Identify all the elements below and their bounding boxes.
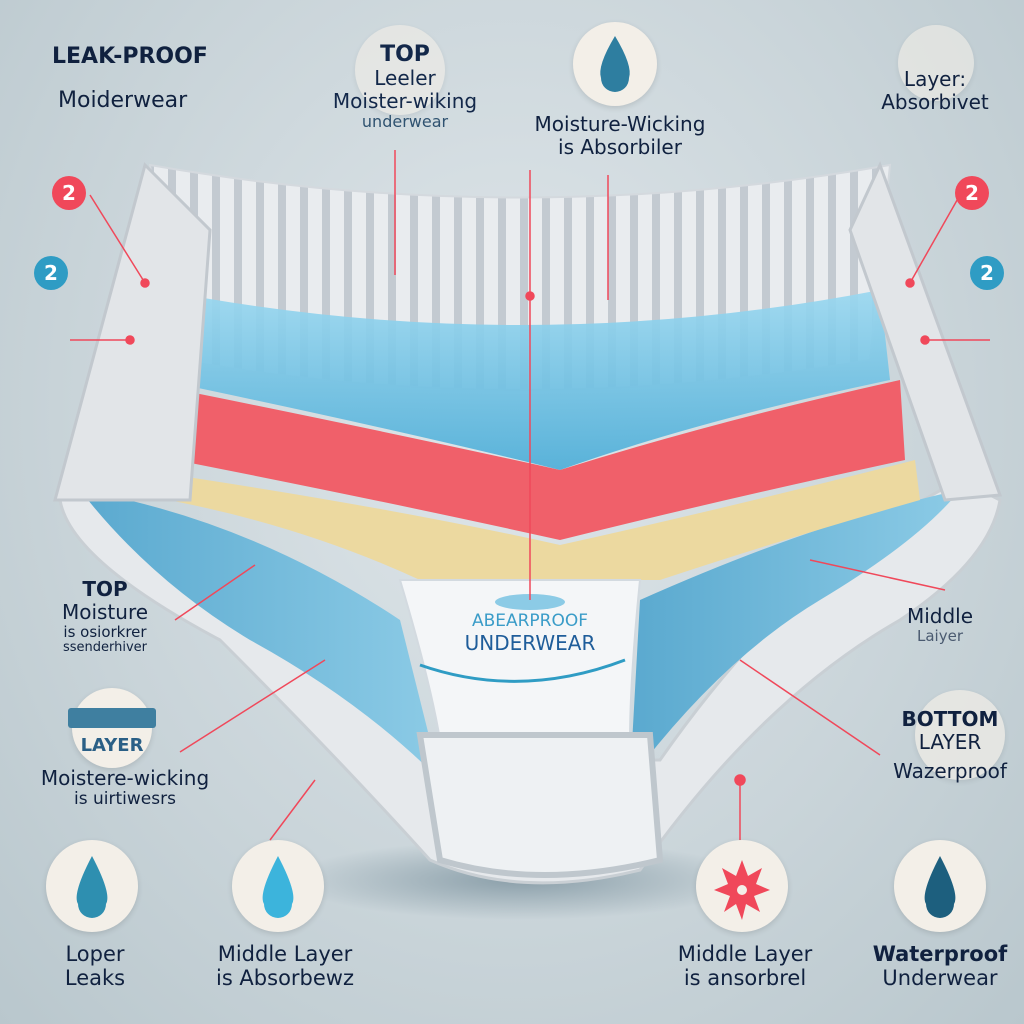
label-badge-circle [355, 25, 445, 115]
bottom-label-2: Middle Layer is Absorbewz [195, 942, 375, 990]
label-badge-circle [72, 688, 152, 768]
bottom-icon-circle [46, 840, 138, 932]
label-line: Laiyer [917, 627, 963, 645]
left-blue-layer [80, 490, 440, 780]
label-line: Middle Layer [217, 942, 353, 966]
label-line: Layer: [903, 67, 967, 91]
label-line: BOTTOM [901, 707, 999, 731]
label-line: is ansorbrel [683, 966, 807, 991]
bottom-label-3: Middle Layer is ansorbrel [655, 942, 835, 990]
bottom-label-4: Waterproof Underwear [850, 942, 1024, 990]
label-line: Middle Layer [677, 942, 813, 966]
label-line: ssenderhiver [62, 640, 148, 656]
label-line: is Absorbewz [215, 966, 355, 991]
label-line: Middle [906, 604, 974, 628]
label-line: Moistere-wicking [40, 766, 210, 790]
bottom-icon-circle [232, 840, 324, 932]
crotch-gusset [416, 732, 664, 878]
label-line: Loper [65, 942, 125, 966]
water-drop-icon [262, 856, 294, 918]
label-badge-circle [915, 690, 1005, 780]
moisture-spot [495, 594, 565, 610]
water-drop-icon-circle [573, 22, 657, 106]
label-leak-proof-sub: Moiderwear [58, 88, 188, 113]
label-leak-proof-title: LEAK-PROOF [52, 44, 208, 69]
label-badge-circle [898, 25, 974, 101]
water-drop-icon [76, 856, 108, 918]
label-line: Moisture-Wicking [534, 112, 706, 136]
bottom-icon-circle [894, 840, 986, 932]
bottom-icon-circle [696, 840, 788, 932]
label-moisture-wicking-left: Moistere-wicking is uirtiwesrs [20, 767, 230, 810]
label-top-layer: TOP Leeler Moister-wiking underwear [300, 42, 510, 132]
number-badge: 2 [970, 256, 1004, 290]
label-line: TOP [380, 42, 430, 67]
star-burst-icon [714, 860, 770, 920]
number-badge: 2 [34, 256, 68, 290]
label-top-moisture: TOP Moisture is osiorkrer ssenderhiver [40, 578, 170, 656]
bottom-label-1: Loper Leaks [40, 942, 150, 990]
label-line: Underwear [882, 966, 998, 991]
label-line: is osiorkrer [63, 623, 147, 641]
label-line: Leeler [374, 66, 436, 91]
label-line: Leaks [64, 966, 126, 991]
left-side-panel [53, 162, 212, 502]
label-line: Absorbivet [881, 90, 989, 114]
label-line: Moisture [61, 600, 149, 624]
leader-lines [70, 150, 990, 841]
label-line: Waterproof [872, 942, 1008, 966]
number-badge: 2 [52, 176, 86, 210]
layer-badge-graphic [68, 708, 156, 728]
panel-seam [419, 658, 626, 683]
label-line: underwear [361, 112, 449, 132]
number-badge: 2 [955, 176, 989, 210]
right-side-panel [848, 161, 1003, 502]
absorbent-layer [140, 460, 920, 580]
label-line: UNDERWEAR [464, 630, 596, 655]
label-line: ABEARPROOF [471, 611, 589, 631]
label-line: TOP [82, 577, 128, 601]
label-moisture-wicking: Moisture-Wicking is Absorbiler [510, 113, 730, 159]
water-drop-icon [600, 36, 630, 92]
middle-layer [150, 380, 905, 540]
label-center-panel: ABEARPROOF UNDERWEAR [440, 611, 620, 655]
water-drop-icon [924, 856, 956, 918]
top-layer [160, 290, 890, 470]
label-layer-badge: LAYER [80, 735, 144, 756]
label-line: is Absorbiler [558, 135, 682, 159]
label-line: Wazerproof [893, 759, 1007, 783]
label-layer-absorbent: Layer: Absorbivet [860, 68, 1010, 114]
label-line: Moister-wiking [332, 89, 478, 114]
label-line: is uirtiwesrs [74, 789, 176, 809]
label-line: LAYER [918, 730, 982, 754]
label-bottom-layer: BOTTOM LAYER Wazerproof [870, 708, 1024, 783]
label-middle-layer-right: Middle Laiyer [890, 605, 990, 645]
right-blue-layer [630, 490, 960, 780]
